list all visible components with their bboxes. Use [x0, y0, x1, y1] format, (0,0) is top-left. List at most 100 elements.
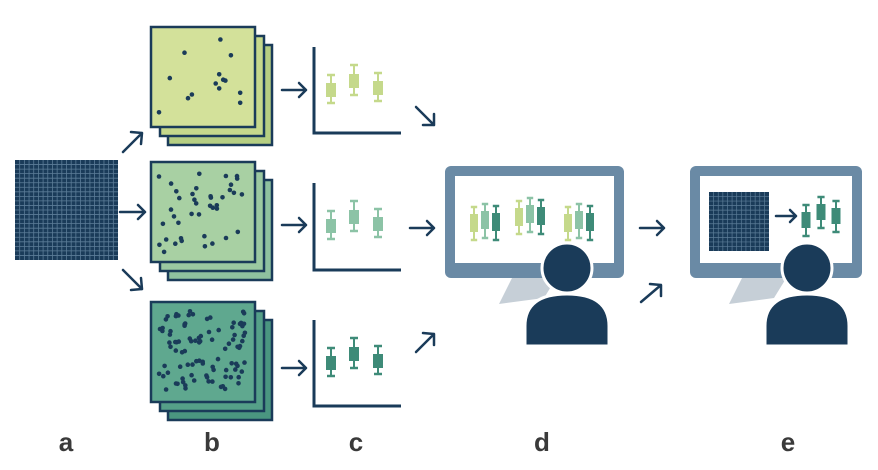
sample-dot	[173, 241, 178, 246]
sample-dot	[193, 338, 198, 344]
sample-dot	[185, 95, 191, 101]
sample-dot	[168, 344, 173, 350]
sample-dot	[233, 367, 238, 372]
sample-dot	[209, 337, 215, 343]
sample-dot	[234, 173, 240, 179]
arrow-icon	[414, 331, 436, 354]
panel-label-a: a	[58, 427, 74, 457]
box-whisker-plot-icon	[312, 47, 401, 135]
sample-dot	[157, 242, 162, 248]
sample-dot	[189, 211, 194, 217]
box-whisker	[492, 204, 500, 242]
sample-dot	[197, 339, 203, 344]
sample-dot	[160, 221, 166, 227]
sample-dot	[175, 381, 180, 387]
sample-dot	[228, 53, 234, 58]
dotted-sheet-stack-icon	[149, 300, 274, 422]
sample-dot	[182, 50, 187, 55]
sample-dot	[223, 367, 229, 373]
box-whisker	[326, 73, 336, 105]
sample-dot	[196, 212, 202, 217]
box-whisker	[564, 205, 572, 242]
box-whisker	[373, 71, 383, 103]
sample-dot	[226, 341, 232, 347]
arrow-icon	[408, 219, 436, 237]
sample-dot	[216, 86, 222, 91]
sample-dot	[156, 110, 162, 115]
sample-dot	[239, 369, 245, 374]
sample-dot	[214, 206, 220, 211]
box-whisker-plot-icon	[312, 183, 401, 272]
sample-dot	[229, 361, 234, 366]
arrow-icon	[280, 216, 308, 234]
box-whisker	[537, 198, 545, 236]
sample-dot	[185, 362, 191, 368]
sample-dot	[228, 375, 234, 380]
person-at-monitor-icon	[690, 166, 862, 348]
box-whisker	[470, 205, 478, 242]
person-at-monitor-icon	[445, 166, 624, 348]
sample-dot	[182, 322, 187, 327]
sample-dot	[183, 383, 188, 388]
sample-dot	[165, 370, 171, 376]
sample-dot	[193, 201, 199, 206]
arrow-icon	[121, 268, 144, 292]
sample-dot	[220, 195, 225, 200]
sample-dot	[187, 336, 193, 341]
sample-dot	[210, 379, 215, 384]
sample-dot	[173, 348, 179, 353]
sample-dot	[167, 75, 173, 81]
panel-label-b: b	[204, 427, 220, 457]
sample-dot	[194, 186, 199, 191]
sample-dot	[176, 339, 182, 344]
sample-dot	[223, 78, 228, 83]
sample-dot	[218, 37, 223, 42]
sample-dot	[190, 312, 196, 317]
panel-label-d: d	[534, 427, 550, 457]
sample-dot	[220, 384, 226, 389]
sample-dot	[179, 350, 185, 355]
arrow-icon	[280, 359, 308, 377]
sample-dot	[206, 379, 211, 384]
sample-dot	[237, 90, 243, 96]
sample-dot	[174, 189, 179, 194]
box-whisker	[373, 344, 383, 376]
sample-dot	[223, 235, 229, 241]
sample-dot	[178, 236, 184, 241]
sample-dot	[239, 192, 245, 197]
box-whisker	[326, 209, 336, 241]
sample-dot	[241, 321, 247, 327]
sample-dot	[231, 320, 236, 326]
sample-dot	[197, 171, 202, 177]
box-whisker	[373, 207, 383, 239]
sample-dot	[223, 173, 229, 179]
sample-dot	[208, 195, 214, 200]
sample-dot	[168, 181, 174, 186]
box-whisker	[349, 63, 359, 97]
sample-dot	[240, 338, 245, 344]
arrow-icon	[280, 81, 308, 99]
sample-dot	[210, 364, 215, 370]
arrow-icon	[639, 282, 663, 304]
sample-dot	[232, 332, 237, 338]
sample-dot	[161, 249, 167, 255]
sample-dot	[231, 190, 237, 196]
arrow-icon	[121, 130, 144, 154]
sample-dot	[176, 220, 181, 226]
dotted-sheet-stack-icon	[149, 25, 274, 147]
sample-dot	[237, 321, 243, 327]
box-whisker	[831, 199, 841, 234]
sample-dot	[233, 361, 239, 367]
sample-dot	[202, 233, 207, 239]
sample-dot	[165, 314, 170, 319]
sample-dot	[242, 360, 247, 365]
box-whisker	[816, 195, 826, 230]
box-whisker	[526, 196, 534, 234]
sample-dot	[189, 92, 195, 97]
sample-dot	[167, 332, 173, 337]
sample-dot	[177, 364, 183, 370]
sample-dot	[167, 340, 172, 345]
sample-dot	[176, 313, 181, 318]
sample-dot	[173, 339, 178, 345]
